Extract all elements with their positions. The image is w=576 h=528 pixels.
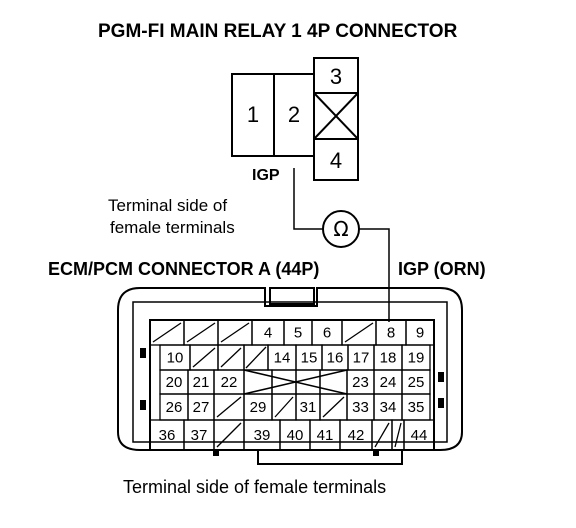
relay-terminal-3: 3 (330, 64, 342, 89)
terminal-number: 27 (193, 399, 210, 416)
ohmmeter: Ω (322, 210, 360, 248)
terminal-number: 9 (416, 325, 424, 342)
relay-terminal-1: 1 (247, 102, 259, 127)
terminal-number: 33 (352, 399, 369, 416)
unused-terminal-mark (192, 347, 216, 368)
terminal-cell (403, 419, 435, 451)
terminal-number: 17 (353, 350, 370, 367)
terminal-number: 34 (380, 399, 397, 416)
terminal-number: 23 (352, 374, 369, 391)
terminal-number: 4 (264, 325, 272, 342)
terminal-number: 44 (411, 427, 428, 444)
terminal-number: 6 (323, 325, 331, 342)
unused-terminal-mark (245, 346, 267, 369)
unused-terminal-mark (344, 322, 374, 343)
terminal-number: 41 (317, 427, 334, 444)
ohm-symbol-icon: Ω (333, 217, 348, 241)
terminal-number: 19 (408, 350, 425, 367)
terminal-number: 16 (327, 350, 344, 367)
terminal-number: 40 (287, 427, 304, 444)
unused-terminal-mark (220, 322, 250, 343)
relay-connector (231, 57, 359, 181)
terminal-number: 5 (294, 325, 302, 342)
relay-terminal-2: 2 (288, 102, 300, 127)
terminal-number: 21 (193, 374, 210, 391)
terminal-number: 22 (221, 374, 238, 391)
unused-terminal-mark (274, 396, 294, 418)
terminal-number: 36 (159, 427, 176, 444)
terminal-number: 29 (250, 399, 267, 416)
terminal-number: 18 (380, 350, 397, 367)
terminal-number: 8 (387, 325, 395, 342)
unused-terminal-mark (220, 347, 242, 368)
terminal-number: 14 (274, 350, 291, 367)
ecm-connector-title: ECM/PCM CONNECTOR A (44P) (48, 259, 319, 279)
unused-terminal-mark (394, 422, 402, 448)
terminal-number: 39 (254, 427, 271, 444)
unused-area-mark (243, 369, 348, 395)
ecm-igp-wire-label: IGP (ORN) (398, 259, 486, 279)
unused-terminal-mark (374, 422, 390, 448)
unused-terminal-mark (152, 322, 182, 343)
terminal-number: 26 (166, 399, 183, 416)
relay-terminal-4: 4 (330, 148, 342, 173)
terminal-number: 24 (380, 374, 397, 391)
terminal-number: 37 (191, 427, 208, 444)
unused-terminal-mark (322, 396, 345, 418)
unused-terminal-mark (186, 322, 216, 343)
ecm-terminal-grid: 4 5 6 8 9 10 14 15 16 17 18 19 20 21 22 23 24 25 26 27 29 31 3… (149, 319, 435, 451)
terminal-cell (295, 369, 321, 395)
terminal-number: 31 (300, 399, 317, 416)
meter-label-line1: Terminal side of (108, 196, 227, 215)
unused-terminal-mark (216, 422, 242, 448)
terminal-number: 25 (408, 374, 425, 391)
unused-terminal-mark (216, 396, 242, 418)
terminal-number: 20 (166, 374, 183, 391)
relay-connector-title: PGM-FI MAIN RELAY 1 4P CONNECTOR (98, 21, 458, 42)
ecm-bottom-label: Terminal side of female terminals (123, 477, 386, 497)
housing-nubs (140, 348, 444, 456)
terminal-number: 15 (301, 350, 318, 367)
terminal-number: 42 (348, 427, 365, 444)
meter-label-line2: female terminals (110, 218, 235, 237)
terminal-number: 10 (167, 350, 184, 367)
relay-igp-label: IGP (252, 167, 280, 184)
terminal-number: 35 (408, 399, 425, 416)
